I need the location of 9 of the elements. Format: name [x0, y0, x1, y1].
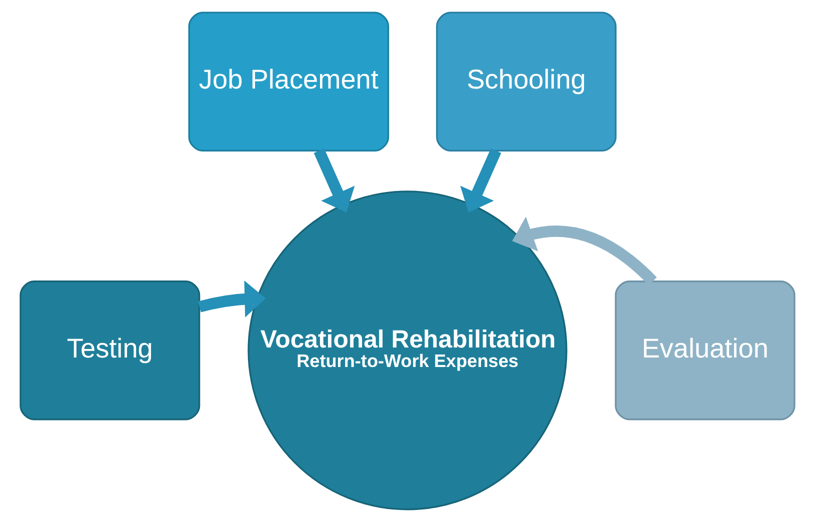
- arrow: [198, 280, 266, 318]
- node-box: Evaluation: [614, 280, 796, 420]
- arrow: [460, 148, 502, 212]
- node-box: Schooling: [436, 12, 617, 152]
- node-circle: Vocational Rehabilitation Return-to-Work Expenses: [248, 190, 568, 510]
- node-box: Job Placement: [188, 12, 390, 152]
- arrow: [314, 148, 355, 212]
- node-box: Testing: [20, 280, 200, 420]
- arrow: [512, 216, 657, 286]
